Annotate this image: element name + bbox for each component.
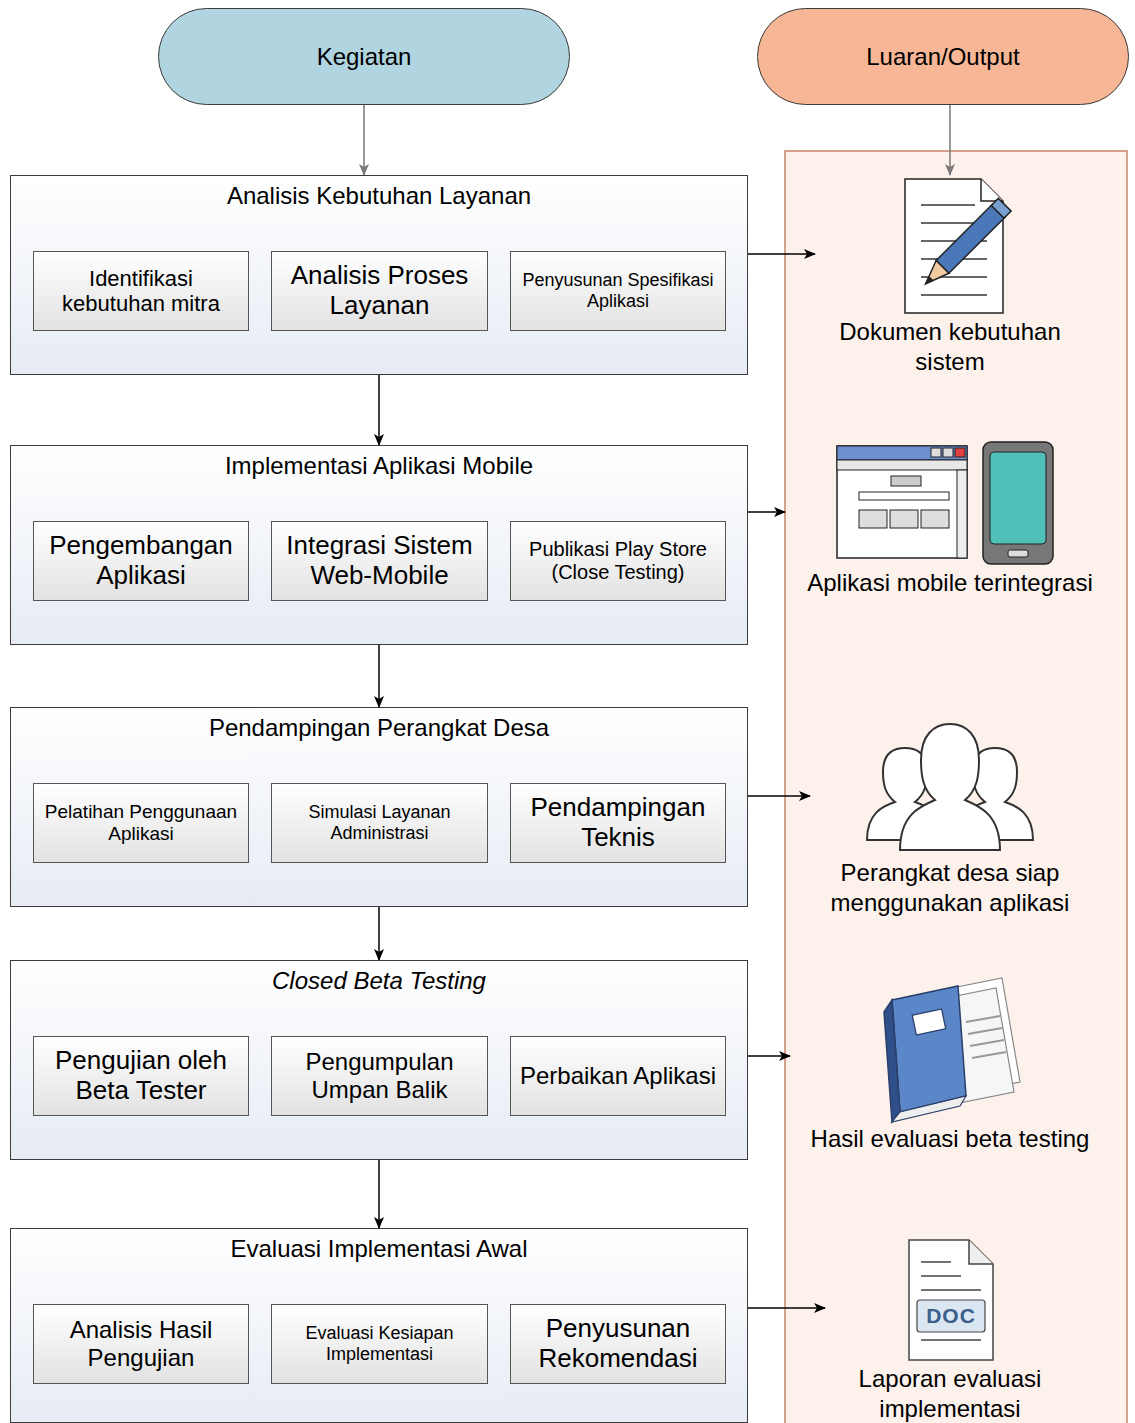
process-box: Pelatihan Penggunaan Aplikasi — [33, 783, 249, 863]
process-box: Publikasi Play Store (Close Testing) — [510, 521, 726, 601]
output-item: Hasil evaluasi beta testing — [790, 972, 1110, 1154]
file-type-label: DOC — [926, 1304, 976, 1328]
process-box: Penyusunan Spesifikasi Aplikasi — [510, 251, 726, 331]
flow-arrow — [378, 907, 380, 960]
group-title: Implementasi Aplikasi Mobile — [11, 452, 747, 480]
group-title: Closed Beta Testing — [11, 967, 747, 995]
process-box: Pengembangan Aplikasi — [33, 521, 249, 601]
flow-arrow — [748, 511, 785, 513]
process-label: Pengumpulan Umpan Balik — [276, 1048, 483, 1103]
process-label: Identifikasi kebutuhan mitra — [38, 266, 244, 317]
process-label: Pengembangan Aplikasi — [38, 531, 244, 591]
process-box: Pengujian oleh Beta Tester — [33, 1036, 249, 1116]
activity-group: Analisis Kebutuhan LayananIdentifikasi k… — [10, 175, 748, 375]
output-item: Perangkat desa siap menggunakan aplikasi — [810, 718, 1090, 918]
output-icon-graphic — [835, 440, 1065, 568]
process-label: Penyusunan Rekomendasi — [515, 1314, 721, 1374]
process-box: Evaluasi Kesiapan Implementasi — [271, 1304, 488, 1384]
output-icon — [810, 718, 1090, 858]
process-box: Pengumpulan Umpan Balik — [271, 1036, 488, 1116]
process-label: Simulasi Layanan Administrasi — [276, 802, 483, 843]
process-label: Analisis Proses Layanan — [276, 261, 483, 321]
output-caption: Perangkat desa siap menggunakan aplikasi — [810, 858, 1090, 918]
header-label: Luaran/Output — [866, 43, 1019, 71]
process-label: Publikasi Play Store (Close Testing) — [515, 538, 721, 584]
output-icon-graphic — [870, 972, 1030, 1124]
output-caption: Dokumen kebutuhan sistem — [815, 317, 1085, 377]
flow-arrow — [378, 375, 380, 445]
activity-group: Evaluasi Implementasi AwalAnalisis Hasil… — [10, 1228, 748, 1423]
output-caption: Aplikasi mobile terintegrasi — [785, 568, 1115, 598]
output-panel — [785, 151, 1127, 1423]
process-label: Integrasi Sistem Web-Mobile — [276, 531, 483, 591]
output-item: DOC Laporan evaluasi implementasi — [825, 1236, 1075, 1423]
group-title: Analisis Kebutuhan Layanan — [11, 182, 747, 210]
flow-arrow — [363, 105, 365, 175]
activity-group: Implementasi Aplikasi MobilePengembangan… — [10, 445, 748, 645]
output-caption: Hasil evaluasi beta testing — [790, 1124, 1110, 1154]
process-box: Analisis Hasil Pengujian — [33, 1304, 249, 1384]
header-label: Kegiatan — [317, 43, 412, 71]
process-box: Pendampingan Teknis — [510, 783, 726, 863]
activity-group: Closed Beta TestingPengujian oleh Beta T… — [10, 960, 748, 1160]
process-label: Pendampingan Teknis — [515, 793, 721, 853]
process-box: Simulasi Layanan Administrasi — [271, 783, 488, 863]
output-icon — [825, 1236, 1075, 1364]
activity-group: Pendampingan Perangkat DesaPelatihan Pen… — [10, 707, 748, 907]
output-caption: Laporan evaluasi implementasi — [825, 1364, 1075, 1423]
process-label: Perbaikan Aplikasi — [520, 1062, 716, 1090]
output-icon-graphic — [895, 1236, 1005, 1364]
process-box: Integrasi Sistem Web-Mobile — [271, 521, 488, 601]
process-label: Evaluasi Kesiapan Implementasi — [276, 1323, 483, 1364]
process-label: Penyusunan Spesifikasi Aplikasi — [515, 270, 721, 311]
flow-arrow — [748, 1307, 825, 1309]
flow-arrow — [748, 1055, 790, 1057]
process-label: Pengujian oleh Beta Tester — [38, 1046, 244, 1106]
group-title: Evaluasi Implementasi Awal — [11, 1235, 747, 1263]
flow-arrow — [949, 105, 951, 175]
header-pill: Kegiatan — [158, 8, 570, 105]
process-label: Analisis Hasil Pengujian — [38, 1316, 244, 1371]
output-icon-graphic — [855, 718, 1045, 858]
process-label: Pelatihan Penggunaan Aplikasi — [38, 801, 244, 845]
output-icon — [785, 440, 1115, 568]
flow-arrow — [378, 1160, 380, 1228]
header-pill: Luaran/Output — [757, 8, 1129, 105]
process-box: Perbaikan Aplikasi — [510, 1036, 726, 1116]
output-icon — [790, 972, 1110, 1124]
process-box: Identifikasi kebutuhan mitra — [33, 251, 249, 331]
process-box: Analisis Proses Layanan — [271, 251, 488, 331]
flow-arrow — [378, 645, 380, 707]
output-item: Dokumen kebutuhan sistem — [815, 175, 1085, 377]
output-icon — [815, 175, 1085, 317]
process-box: Penyusunan Rekomendasi — [510, 1304, 726, 1384]
flow-arrow — [748, 253, 815, 255]
flow-arrow — [748, 795, 810, 797]
group-title: Pendampingan Perangkat Desa — [11, 714, 747, 742]
output-icon-graphic — [875, 175, 1025, 317]
output-item: Aplikasi mobile terintegrasi — [785, 440, 1115, 598]
